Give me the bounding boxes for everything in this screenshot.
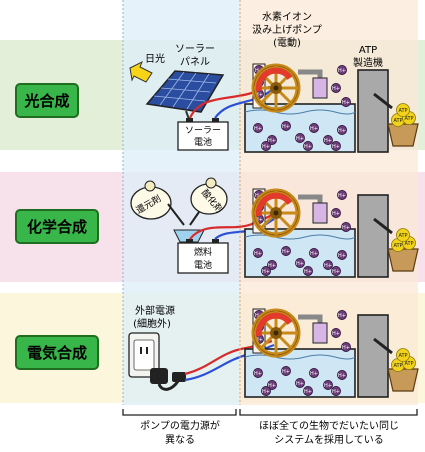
hydrogen-ion <box>260 385 272 397</box>
ion-chamber <box>312 77 328 99</box>
hydrogen-ion <box>302 385 314 397</box>
hydrogen-ion <box>330 82 342 94</box>
row-photosynthesis: 光合成 日光 ソーラー パネル ソーラー 電池 <box>15 43 273 151</box>
hydrogen-ion <box>252 122 264 134</box>
atp-header-line2: 製造機 <box>353 56 383 69</box>
bracket-pump-system <box>239 409 418 416</box>
hydrogen-ion <box>280 245 292 257</box>
pump-system-2 <box>244 189 419 278</box>
hydrogen-ion <box>302 140 314 152</box>
pump-system-3 <box>244 309 419 398</box>
footer-right-line2: システムを採用している <box>274 433 383 446</box>
hydrogen-ion <box>336 309 348 321</box>
hydrogen-ion <box>336 124 348 136</box>
external-power-label-line2: (細胞外) <box>133 317 171 330</box>
fuel-battery-line2: 電池 <box>194 259 212 271</box>
hydrogen-ion <box>330 265 342 277</box>
solar-battery-line1: ソーラー <box>185 125 221 136</box>
fuel-battery-icon <box>177 239 229 274</box>
solar-panel-icon <box>145 70 225 123</box>
hydrogen-ion <box>260 265 272 277</box>
hydrogen-ion <box>336 369 348 381</box>
hydrogen-ion <box>302 265 314 277</box>
hydrogen-ion <box>330 385 342 397</box>
oxidizing-agent-jug-icon <box>189 177 228 226</box>
hydrogen-ion <box>340 221 352 233</box>
atp-synthase-machine <box>357 314 389 398</box>
pump-systems <box>244 64 419 398</box>
pump-header-line2: 汲み上げポンプ <box>252 23 322 36</box>
atp-synthase-machine <box>357 194 389 278</box>
ion-chamber <box>312 202 328 224</box>
hydrogen-ion <box>330 140 342 152</box>
label-chemosynthesis <box>15 209 99 244</box>
solar-panel-label-line2: パネル <box>180 56 210 68</box>
hydrogen-ion <box>340 341 352 353</box>
external-power-label-line1: 外部電源 <box>135 304 175 317</box>
pump-wheel-icon <box>254 191 298 235</box>
pump-header-line3: (電動) <box>273 36 301 49</box>
label-photosynthesis <box>15 83 79 118</box>
atp-molecule-icon <box>396 348 410 362</box>
fuel-battery-line1: 燃料 <box>194 246 212 258</box>
atp-basket-icon <box>387 248 419 272</box>
hydrogen-ion <box>294 377 306 389</box>
reducing-agent-jug-icon <box>130 180 185 226</box>
hydrogen-ion <box>330 327 342 339</box>
hydrogen-ion <box>308 247 320 259</box>
atp-basket-icon <box>387 123 419 147</box>
hydrogen-ion <box>252 367 264 379</box>
wall-outlet-icon <box>128 332 160 378</box>
hydrogen-ion <box>336 249 348 261</box>
atp-basket-icon <box>387 368 419 392</box>
atp-header-line1: ATP <box>359 45 377 56</box>
solar-battery-icon <box>177 118 229 151</box>
hydrogen-ion <box>294 132 306 144</box>
hydrogen-ion <box>260 140 272 152</box>
atp-molecule-icon <box>396 103 410 117</box>
bracket-power-source <box>122 409 237 416</box>
red-wire <box>189 214 273 240</box>
hydrogen-ion <box>280 365 292 377</box>
hydrogen-ion <box>330 207 342 219</box>
sunlight-arrow-icon <box>129 60 153 83</box>
atp-synthase-machine <box>357 69 389 153</box>
row-chemosynthesis: 化学合成 還元剤 酸化剤 燃料 電池 <box>15 177 275 274</box>
solar-panel-label-line1: ソーラー <box>175 43 215 55</box>
hydrogen-ion <box>336 189 348 201</box>
pump-header-line1: 水素イオン <box>262 10 312 23</box>
footer-left-line1: ポンプの電力源が <box>140 419 220 432</box>
sunlight-label: 日光 <box>145 52 165 65</box>
hydrogen-ion <box>280 120 292 132</box>
pump-wheel-icon <box>254 66 298 110</box>
solar-battery-line2: 電池 <box>194 136 212 148</box>
pump-wheel-icon <box>254 311 298 355</box>
hydrogen-ion <box>308 367 320 379</box>
footer-left-line2: 異なる <box>165 434 195 446</box>
label-electrosynthesis <box>15 335 99 370</box>
pump-system-1 <box>244 64 419 153</box>
hydrogen-ion <box>336 64 348 76</box>
hydrogen-ion <box>252 247 264 259</box>
title-chemosynthesis: 化学合成 <box>27 218 87 236</box>
atp-molecule-icon <box>396 228 410 242</box>
hydrogen-ion <box>294 257 306 269</box>
atp-lever <box>373 337 393 355</box>
row-electrosynthesis: 電気合成 外部電源 (細胞外) <box>15 304 275 391</box>
footer-right-line1: ほぼ全ての生物でだいたい同じ <box>259 419 399 432</box>
title-photosynthesis: 光合成 <box>23 92 69 110</box>
title-electrosynthesis: 電気合成 <box>27 344 87 362</box>
plug-icon <box>150 368 186 391</box>
atp-lever <box>373 92 393 110</box>
ion-chamber <box>312 322 328 344</box>
hydrogen-ion <box>340 96 352 108</box>
atp-lever <box>373 217 393 235</box>
hydrogen-ion <box>308 122 320 134</box>
